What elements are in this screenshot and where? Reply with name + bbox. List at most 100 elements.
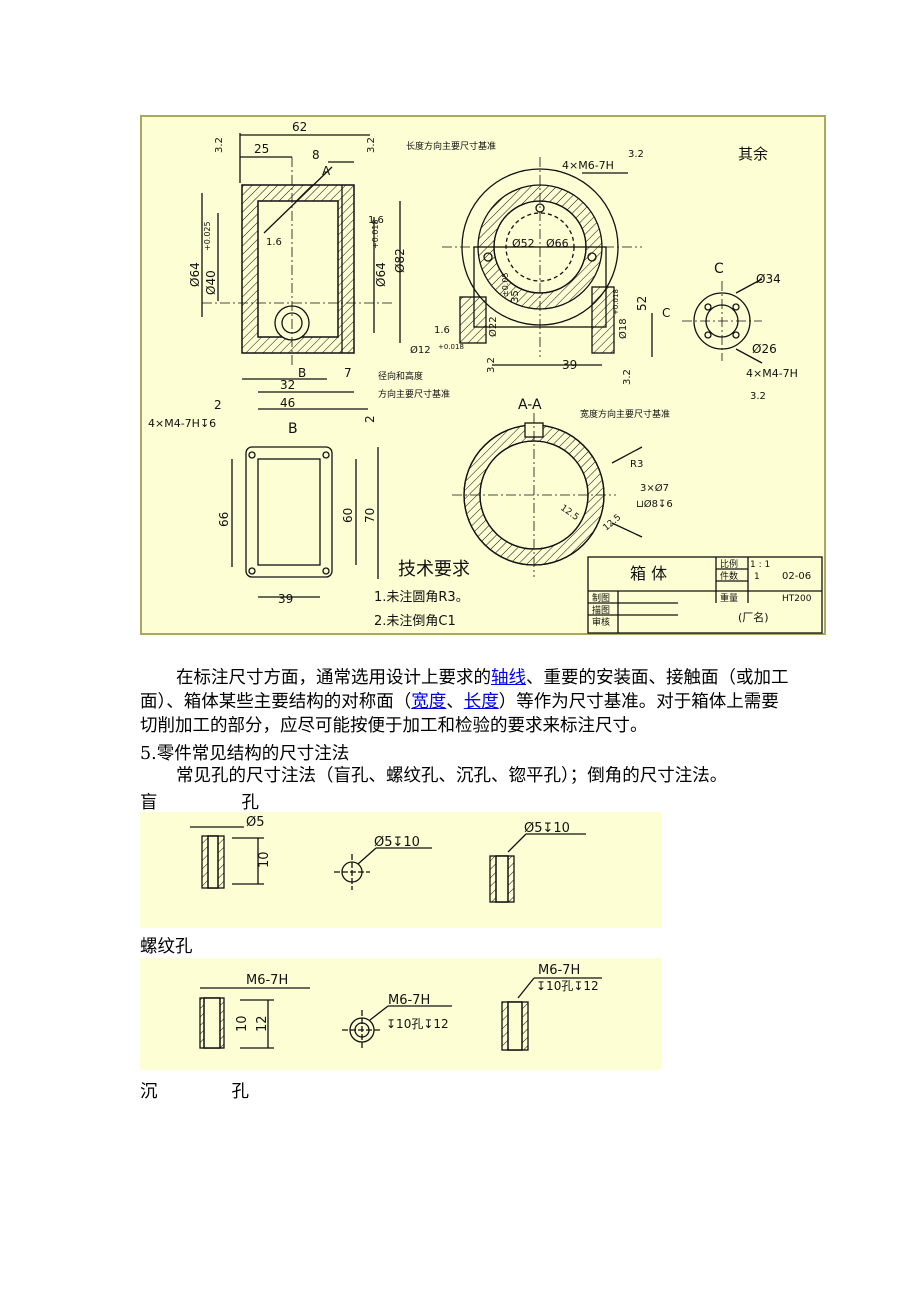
dim-phi66: Ø66 <box>546 237 569 250</box>
thread-d10: 10 <box>235 1015 250 1032</box>
tol-40: +0.025 <box>203 221 212 251</box>
thread-m6c: M6-7H <box>538 963 580 978</box>
dim-32: 32 <box>280 378 295 392</box>
thread-hole-label: 螺纹孔 <box>140 937 193 957</box>
blind-label-2: 孔 <box>241 793 260 813</box>
blind-label-1: 盲 <box>140 793 158 813</box>
view-c-label: C <box>714 261 724 277</box>
counterbore-label: 沉孔 <box>140 1078 249 1103</box>
dim-phi64b: Ø64 <box>374 262 388 287</box>
link-length[interactable]: 长度 <box>463 692 499 712</box>
thread-depth-b: ↧10孔↧12 <box>386 1017 449 1031</box>
tb-qty-val: 1 <box>754 572 760 582</box>
dim-35: 35 <box>510 290 521 303</box>
tech-req-1: 1.未注圆角R3。 <box>374 590 469 605</box>
tech-req-2: 2.未注倒角C1 <box>374 614 456 629</box>
tap-rough: 3.2 <box>628 149 644 160</box>
section-heading: 5.零件常见结构的尺寸注法 <box>140 744 350 764</box>
tb-trace: 描图 <box>592 604 610 616</box>
para1-part-c: ）等作为尺寸基准。对于箱体上需要切削加工的部分，应尽可能按便于加工和检验的要求来… <box>140 692 779 736</box>
dim-52: 52 <box>635 296 649 311</box>
thread-m6: M6-7H <box>246 973 288 988</box>
label-b-dim: B <box>298 366 306 380</box>
dim-66: 66 <box>217 512 231 527</box>
para1-part-b: 、重要的安装面、接触面（或加工面）、箱体某些主要结构的对称面（ <box>140 668 789 712</box>
blind-phi5-depth2: Ø5↧10 <box>524 821 570 836</box>
tb-scale-label: 比例 <box>720 558 738 570</box>
thread-holes-strip: M6-7H 10 12 M6-7H ↧10孔↧12 M6-7H ↧10孔↧12 <box>140 958 662 1070</box>
blind-phi5: Ø5 <box>246 815 265 830</box>
tb-mat-val: HT200 <box>782 594 812 604</box>
thread-d12: 12 <box>255 1015 270 1032</box>
rough-3-2b: 3.2 <box>366 137 377 153</box>
dim-phi40: Ø40 <box>204 270 218 295</box>
thread-depth-c: ↧10孔↧12 <box>536 979 599 993</box>
tb-name: 箱 体 <box>630 564 667 583</box>
section-aa-label: A-A <box>518 397 542 413</box>
side-view <box>442 157 653 366</box>
counter-label-1: 沉 <box>140 1082 158 1102</box>
arrow-c-label: C <box>662 306 670 320</box>
link-width[interactable]: 宽度 <box>411 692 447 712</box>
radial-datum-1: 径向和高度 <box>378 370 423 382</box>
dim-60: 60 <box>341 508 355 523</box>
dim-39-bot: 39 <box>278 592 293 606</box>
dim-phi22: Ø22 <box>487 316 499 337</box>
length-datum-note: 长度方向主要尺寸基准 <box>406 140 496 152</box>
paragraph-holes: 常见孔的尺寸注法（盲孔、螺纹孔、沉孔、锪平孔）；倒角的尺寸注法。 <box>176 766 728 786</box>
rough-1-6a: 1.6 <box>266 237 282 248</box>
thread-m6b: M6-7H <box>388 993 430 1008</box>
para1-sep: 、 <box>446 692 464 712</box>
tb-qty-label: 件数 <box>720 570 738 582</box>
drawing-canvas: 62 25 8 A 3.2 3.2 长度方向主要尺寸基准 4×M6-7H 3.2… <box>148 120 823 634</box>
dim-8: 8 <box>312 148 320 162</box>
view-b <box>231 446 379 598</box>
tb-factory: (厂名) <box>738 610 769 624</box>
tol-35: ±0.05 <box>501 272 510 297</box>
rough-bot-a: 3.2 <box>486 357 497 373</box>
view-c <box>682 278 763 364</box>
para1-part-a: 在标注尺寸方面，通常选用设计上要求的 <box>176 668 491 688</box>
cbore-8: ⊔Ø8↧6 <box>636 498 673 510</box>
tol-64: +0.018 <box>371 219 380 249</box>
m4-depth: 4×M4-7H↧6 <box>148 417 216 430</box>
dim-46: 46 <box>280 396 295 410</box>
blind-hole-label: 盲孔 <box>140 789 259 814</box>
m4-rough: 3.2 <box>750 391 766 402</box>
tap-hole-dim: 4×M6-7H <box>562 159 614 172</box>
blind-holes-strip: Ø5 10 Ø5↧10 Ø5↧10 <box>140 812 662 928</box>
dim-25: 25 <box>254 142 269 156</box>
tech-req-title: 技术要求 <box>398 559 470 580</box>
link-axis[interactable]: 轴线 <box>491 668 526 688</box>
dim-phi64: Ø64 <box>188 262 202 287</box>
width-datum-note: 宽度方向主要尺寸基准 <box>580 408 670 420</box>
thread-holes-canvas: M6-7H 10 12 M6-7H ↧10孔↧12 M6-7H ↧10孔↧12 <box>199 963 602 1051</box>
rough-3-2a: 3.2 <box>214 137 225 153</box>
dim-phi18: Ø18 <box>617 318 629 339</box>
dim-2b: 2 <box>363 415 377 423</box>
dim-70: 70 <box>363 508 377 523</box>
rough-bot-b: 3.2 <box>622 369 633 385</box>
blind-d10: 10 <box>257 851 272 868</box>
dim-7: 7 <box>344 366 352 380</box>
title-block <box>587 556 823 634</box>
blind-holes-canvas: Ø5 10 Ø5↧10 Ø5↧10 <box>190 815 586 903</box>
tb-check: 审核 <box>592 616 610 628</box>
dim-phi12: Ø12 <box>410 344 431 356</box>
dim-phi34: Ø34 <box>756 272 781 286</box>
dim-phi52: Ø52 <box>512 237 535 250</box>
dim-62: 62 <box>292 120 307 134</box>
rough-1-6b: 1.6 <box>368 215 384 226</box>
tb-scale-val: 1 : 1 <box>750 560 770 570</box>
dim-r3: R3 <box>630 459 643 470</box>
engineering-drawing: 62 25 8 A 3.2 3.2 长度方向主要尺寸基准 4×M6-7H 3.2… <box>140 115 826 635</box>
tol-18: +0.018 <box>612 289 620 315</box>
dim-2: 2 <box>214 398 222 412</box>
tol-12: +0.018 <box>438 343 464 351</box>
tb-mat-label: 重量 <box>720 592 738 604</box>
dim-phi26: Ø26 <box>752 342 777 356</box>
tb-drawing-no: 02-06 <box>782 571 811 582</box>
label-a: A <box>322 164 331 178</box>
section-a-a <box>452 413 643 577</box>
paragraph-datum: 在标注尺寸方面，通常选用设计上要求的轴线、重要的安装面、接触面（或加工面）、箱体… <box>140 666 790 738</box>
